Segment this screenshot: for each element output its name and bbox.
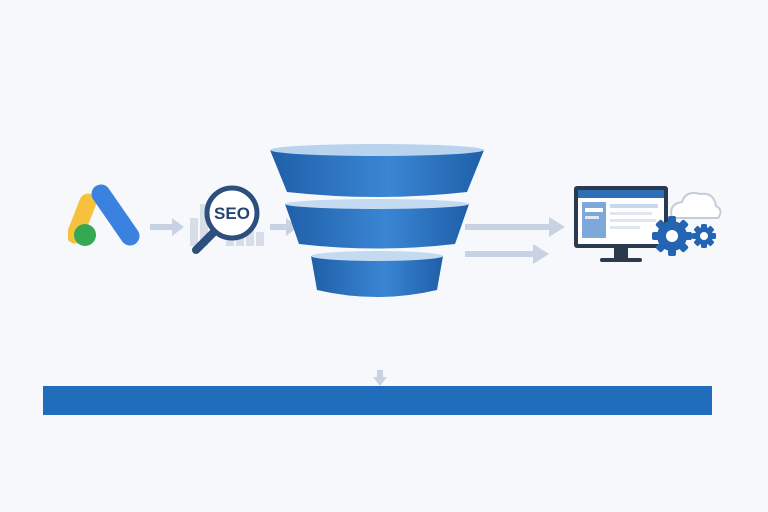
small-gear-icon [692,224,716,248]
sales-funnel-icon [270,144,484,297]
bottom-bar [43,386,712,415]
monitor-cloud-gears-icon [574,186,722,262]
arrow-ads-to-seo [150,218,184,236]
seo-label: SEO [214,204,250,223]
arrow-funnel-to-website-top [465,217,565,237]
gear-icon [652,216,692,256]
cloud-icon [670,192,722,219]
arrow-funnel-to-bar [373,370,387,386]
seo-magnifier-icon: SEO [190,185,264,254]
arrow-seo-to-funnel [270,218,298,236]
arrow-funnel-to-website-bottom [465,244,549,264]
google-ads-logo-icon [68,184,140,246]
